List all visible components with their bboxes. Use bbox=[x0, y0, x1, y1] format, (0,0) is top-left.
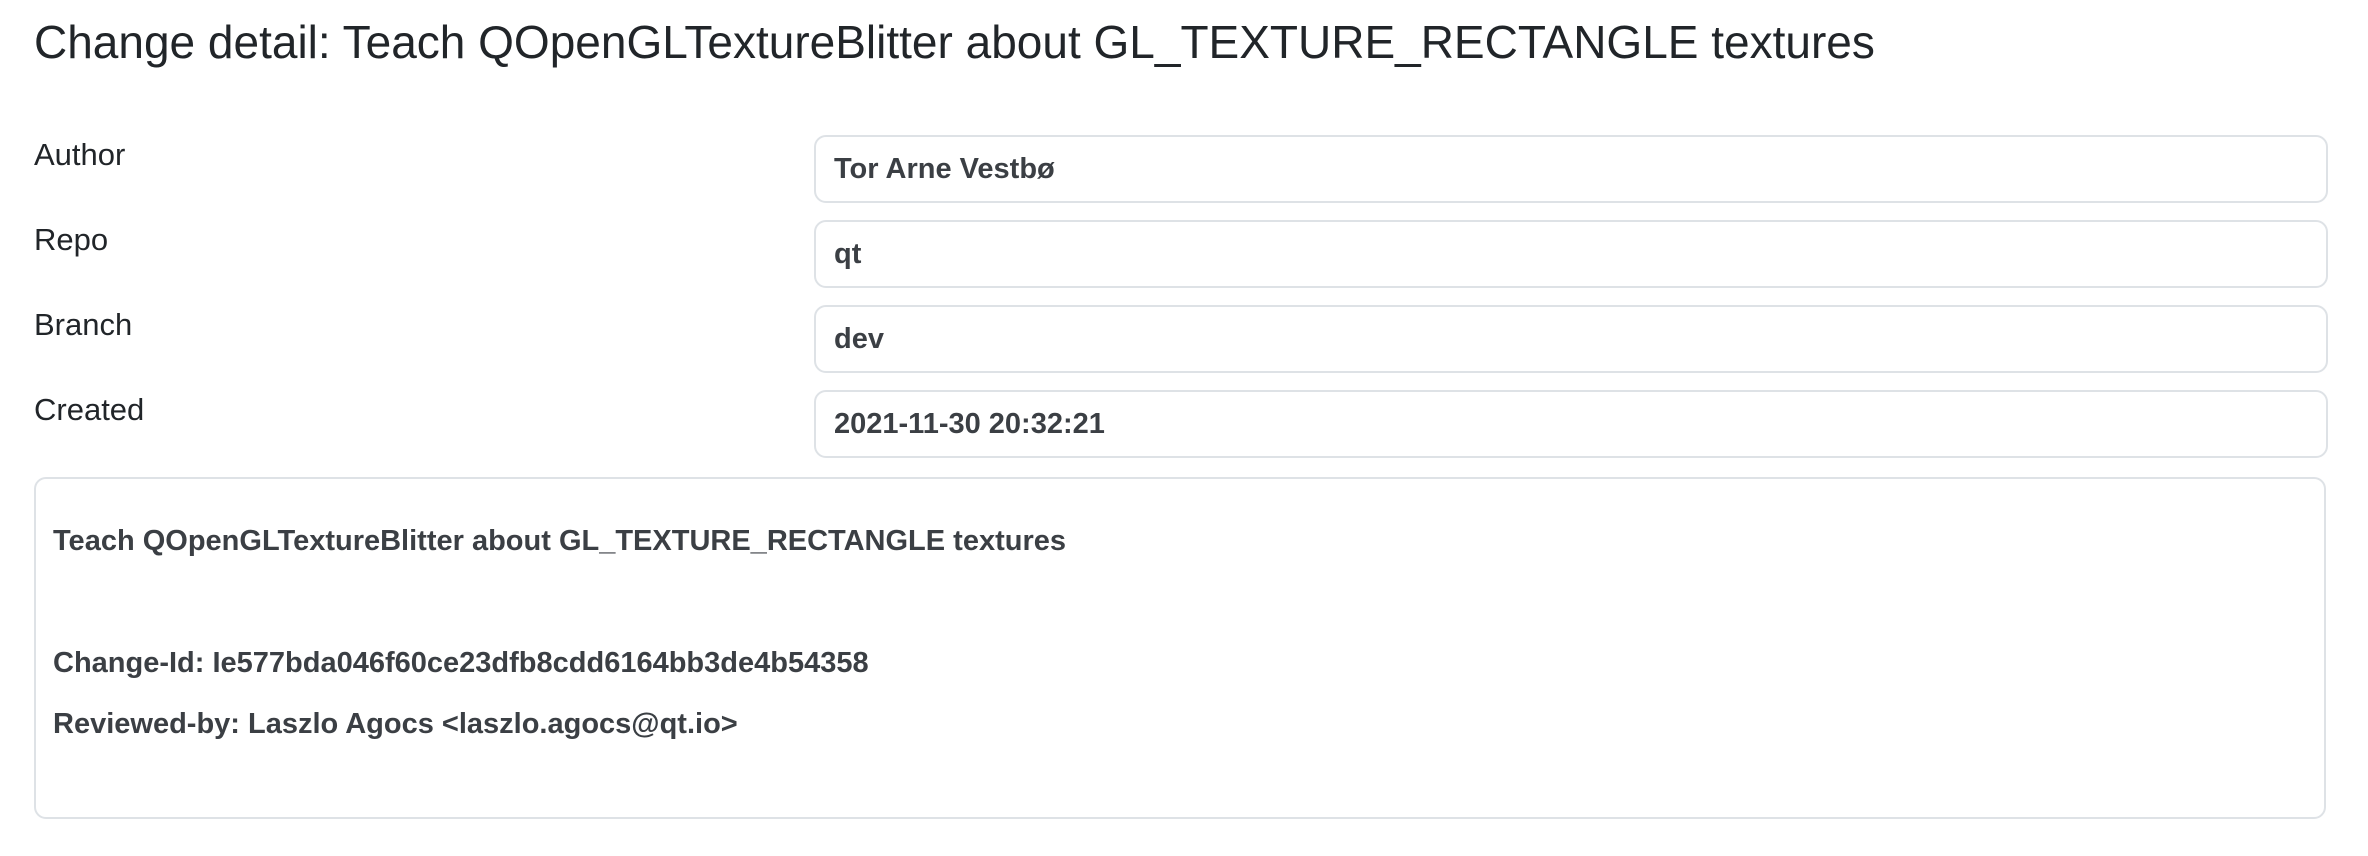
change-id-line: Change-Id: Ie577bda046f60ce23dfb8cdd6164… bbox=[53, 647, 869, 679]
branch-value: dev bbox=[814, 305, 2328, 373]
reviewed-by-line: Reviewed-by: Laszlo Agocs <laszlo.agocs@… bbox=[53, 708, 738, 740]
author-value: Tor Arne Vestbø bbox=[814, 135, 2328, 203]
repo-label: Repo bbox=[34, 222, 109, 257]
page-title: Change detail: Teach QOpenGLTextureBlitt… bbox=[34, 16, 1875, 68]
author-label: Author bbox=[34, 137, 126, 172]
branch-row: Branch dev bbox=[34, 305, 2328, 375]
created-row: Created 2021-11-30 20:32:21 bbox=[34, 390, 2328, 460]
commit-message-box: Teach QOpenGLTextureBlitter about GL_TEX… bbox=[34, 477, 2326, 819]
branch-label: Branch bbox=[34, 307, 133, 342]
created-value: 2021-11-30 20:32:21 bbox=[814, 390, 2328, 458]
created-label: Created bbox=[34, 392, 145, 427]
author-row: Author Tor Arne Vestbø bbox=[34, 135, 2328, 205]
repo-value: qt bbox=[814, 220, 2328, 288]
commit-subject: Teach QOpenGLTextureBlitter about GL_TEX… bbox=[53, 525, 1066, 557]
repo-row: Repo qt bbox=[34, 220, 2328, 290]
